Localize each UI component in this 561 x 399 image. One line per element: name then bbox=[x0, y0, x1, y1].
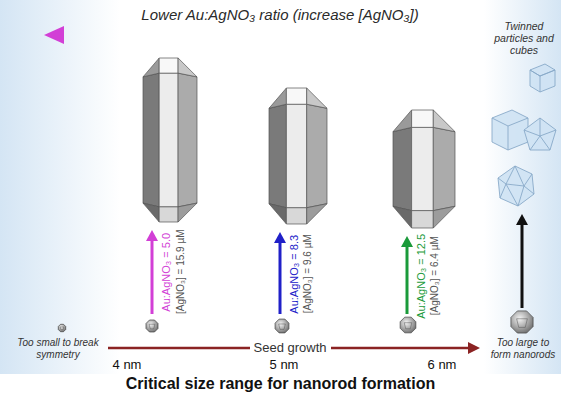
rod-facet bbox=[143, 73, 159, 207]
twinned-particles bbox=[492, 64, 556, 206]
small-cube bbox=[530, 64, 555, 92]
seed-outline bbox=[275, 319, 289, 333]
annotation-label: 6 nm bbox=[428, 358, 457, 373]
annotation-label: [AgNO₃] = 6.4 µM bbox=[429, 236, 441, 315]
growth-arrow bbox=[146, 230, 158, 314]
annotation-label: Twinned particles and cubes bbox=[488, 20, 560, 56]
small-cube-edges bbox=[530, 70, 555, 92]
rod-facet bbox=[159, 207, 178, 222]
seed-facet bbox=[404, 323, 412, 329]
rod-facet bbox=[286, 104, 306, 208]
icosahedron-edges bbox=[498, 166, 534, 206]
arrow-shaft bbox=[151, 238, 154, 314]
growth-arrow bbox=[274, 232, 286, 314]
seed-particle bbox=[511, 311, 533, 333]
rod-facet bbox=[307, 104, 327, 208]
ratio-arrowhead bbox=[44, 26, 64, 44]
annotation-label: 4 nm bbox=[113, 358, 142, 373]
nanorod bbox=[393, 110, 455, 228]
annotation-label: 5 nm bbox=[270, 358, 299, 373]
arrow-shaft bbox=[521, 222, 524, 308]
annotation-label: [AgNO₃] = 9.6 µM bbox=[302, 234, 314, 313]
arrow-shaft bbox=[406, 244, 409, 314]
annotation-label: Too small to break symmetry bbox=[2, 337, 114, 360]
arrow-shaft bbox=[279, 240, 282, 314]
figure-title: Lower Au:AgNO₃ ratio (increase [AgNO₃]) bbox=[40, 6, 520, 23]
annotation-label: Too large to form nanorods bbox=[486, 337, 560, 360]
nanorod bbox=[269, 88, 327, 224]
rod-facet bbox=[159, 58, 178, 73]
seed-particle bbox=[400, 317, 416, 333]
rod-facet bbox=[307, 204, 327, 224]
rod-facet bbox=[433, 206, 455, 228]
seed-outline bbox=[58, 324, 65, 331]
rod-facet bbox=[286, 208, 306, 224]
seed-facet bbox=[517, 319, 528, 328]
rod-facet bbox=[412, 127, 434, 210]
rod-facet bbox=[286, 88, 306, 104]
seed-facet bbox=[60, 327, 64, 330]
arrowhead bbox=[516, 214, 528, 225]
decahedron bbox=[524, 118, 556, 150]
growth-arrow bbox=[401, 236, 413, 314]
rod-facet bbox=[269, 88, 286, 108]
ratio-arrow bbox=[60, 33, 492, 38]
growth-arrow bbox=[516, 214, 528, 308]
icosahedron bbox=[498, 166, 534, 206]
rod-facet bbox=[178, 73, 197, 207]
arrowhead bbox=[274, 232, 286, 243]
rod-facet bbox=[412, 110, 434, 127]
rod-facet bbox=[143, 58, 159, 77]
seed-particle bbox=[275, 319, 289, 333]
annotation-label: [AgNO₃] = 15.9 µM bbox=[174, 230, 186, 315]
seed-outline bbox=[400, 317, 416, 333]
figure-caption: Critical size range for nanorod formatio… bbox=[0, 375, 561, 393]
large-size-band bbox=[484, 0, 561, 374]
rod-facet bbox=[412, 211, 434, 228]
nanorod bbox=[143, 58, 197, 222]
annotation-label: Seed growth bbox=[250, 341, 331, 356]
seed-outline bbox=[511, 311, 533, 333]
seed-facet bbox=[279, 324, 286, 329]
seed-particle bbox=[58, 324, 65, 331]
rod-facet bbox=[307, 88, 327, 108]
rod-facet bbox=[178, 203, 197, 222]
rod-facet bbox=[393, 110, 412, 132]
large-cube bbox=[492, 110, 528, 150]
large-cube-edges bbox=[492, 118, 528, 150]
rod-facet bbox=[178, 58, 197, 77]
rod-facet bbox=[433, 110, 455, 132]
seed-outline bbox=[146, 320, 158, 332]
annotation-label: Au:AgNO₃ = 8.3 bbox=[288, 235, 301, 314]
rod-facet bbox=[433, 127, 455, 210]
rod-facet bbox=[159, 73, 178, 207]
rod-facet bbox=[393, 127, 412, 210]
rod-facet bbox=[269, 204, 286, 224]
small-size-band bbox=[0, 0, 120, 374]
seed-growth-arrowhead bbox=[468, 342, 480, 354]
rod-facet bbox=[143, 203, 159, 222]
decahedron-edges bbox=[524, 118, 556, 150]
rod-facet bbox=[393, 206, 412, 228]
rod-facet bbox=[269, 104, 286, 208]
annotation-label: Au:AgNO₃ = 12.5 bbox=[415, 234, 428, 319]
seed-particle bbox=[146, 320, 158, 332]
seed-facet bbox=[149, 324, 155, 329]
annotation-label: Au:AgNO₃ = 5.0 bbox=[160, 233, 173, 312]
arrowhead bbox=[146, 230, 158, 241]
arrowhead bbox=[401, 236, 413, 247]
